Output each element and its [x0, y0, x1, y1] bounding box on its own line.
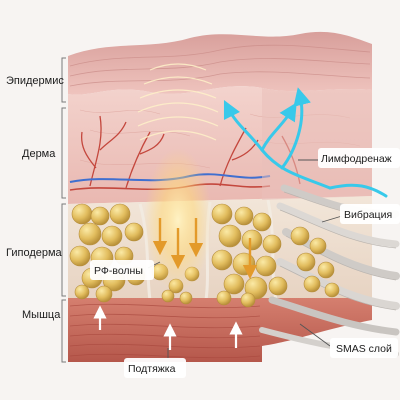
lymph-arrow-icon [223, 87, 388, 198]
arrow-down-icon [152, 218, 258, 280]
arrow-up-icon [93, 305, 243, 350]
fat-cell [255, 255, 277, 277]
fat-cell [241, 229, 263, 251]
fat-cell [101, 225, 123, 247]
fat-cell [95, 285, 113, 303]
label-dermis: Дерма [22, 148, 56, 160]
fat-cell [74, 284, 90, 300]
layer-bracket [61, 57, 66, 363]
fat-cell [124, 222, 144, 242]
fat-cell [161, 289, 175, 303]
callout-vibration-text: Вибрация [344, 209, 392, 221]
callout-smas: SMAS слой [299, 323, 398, 358]
fat-cell [211, 249, 233, 271]
label-hypodermis: Гиподерма [6, 247, 63, 259]
label-epidermis: Эпидермис [6, 75, 64, 87]
fat-cell [218, 224, 242, 248]
rf-glow [144, 148, 212, 292]
epidermis-surface [68, 31, 372, 95]
fat-cell [109, 203, 131, 225]
fat-cell [317, 261, 335, 279]
fat-cell [78, 222, 102, 246]
fat-cell [296, 252, 316, 272]
fat-cell [290, 226, 310, 246]
callout-vibration: Вибрация [321, 204, 400, 224]
fat-cell [268, 276, 288, 296]
callout-lift-text: Подтяжка [128, 363, 176, 375]
muscle-block [68, 298, 372, 362]
fat-cell [90, 206, 110, 226]
fat-cells [69, 203, 340, 308]
fat-cell [211, 203, 233, 225]
fat-cell [303, 275, 321, 293]
fat-cell [252, 212, 272, 232]
fat-cell [234, 206, 254, 226]
callout-rf-text: РФ-волны [94, 265, 143, 277]
callout-lymph: Лимфодренаж [298, 148, 400, 168]
callout-lymph-text: Лимфодренаж [321, 153, 392, 165]
callout-rf: РФ-волны [90, 260, 161, 280]
epidermis-texture [69, 44, 371, 87]
callout-lift: Подтяжка [124, 348, 186, 378]
callout-smas-text: SMAS слой [336, 343, 392, 355]
fat-cell [69, 245, 91, 267]
fat-cell [309, 237, 327, 255]
fat-cell [216, 290, 232, 306]
fat-cell [232, 252, 256, 276]
fat-cell [71, 203, 93, 225]
rf-effect [137, 63, 258, 292]
fat-cell [223, 273, 245, 295]
fat-cell [240, 292, 256, 308]
fat-cell [179, 291, 193, 305]
label-muscle: Мышца [22, 309, 61, 321]
fat-cell [324, 282, 340, 298]
fat-cell [262, 234, 282, 254]
rf-waves [137, 63, 219, 141]
